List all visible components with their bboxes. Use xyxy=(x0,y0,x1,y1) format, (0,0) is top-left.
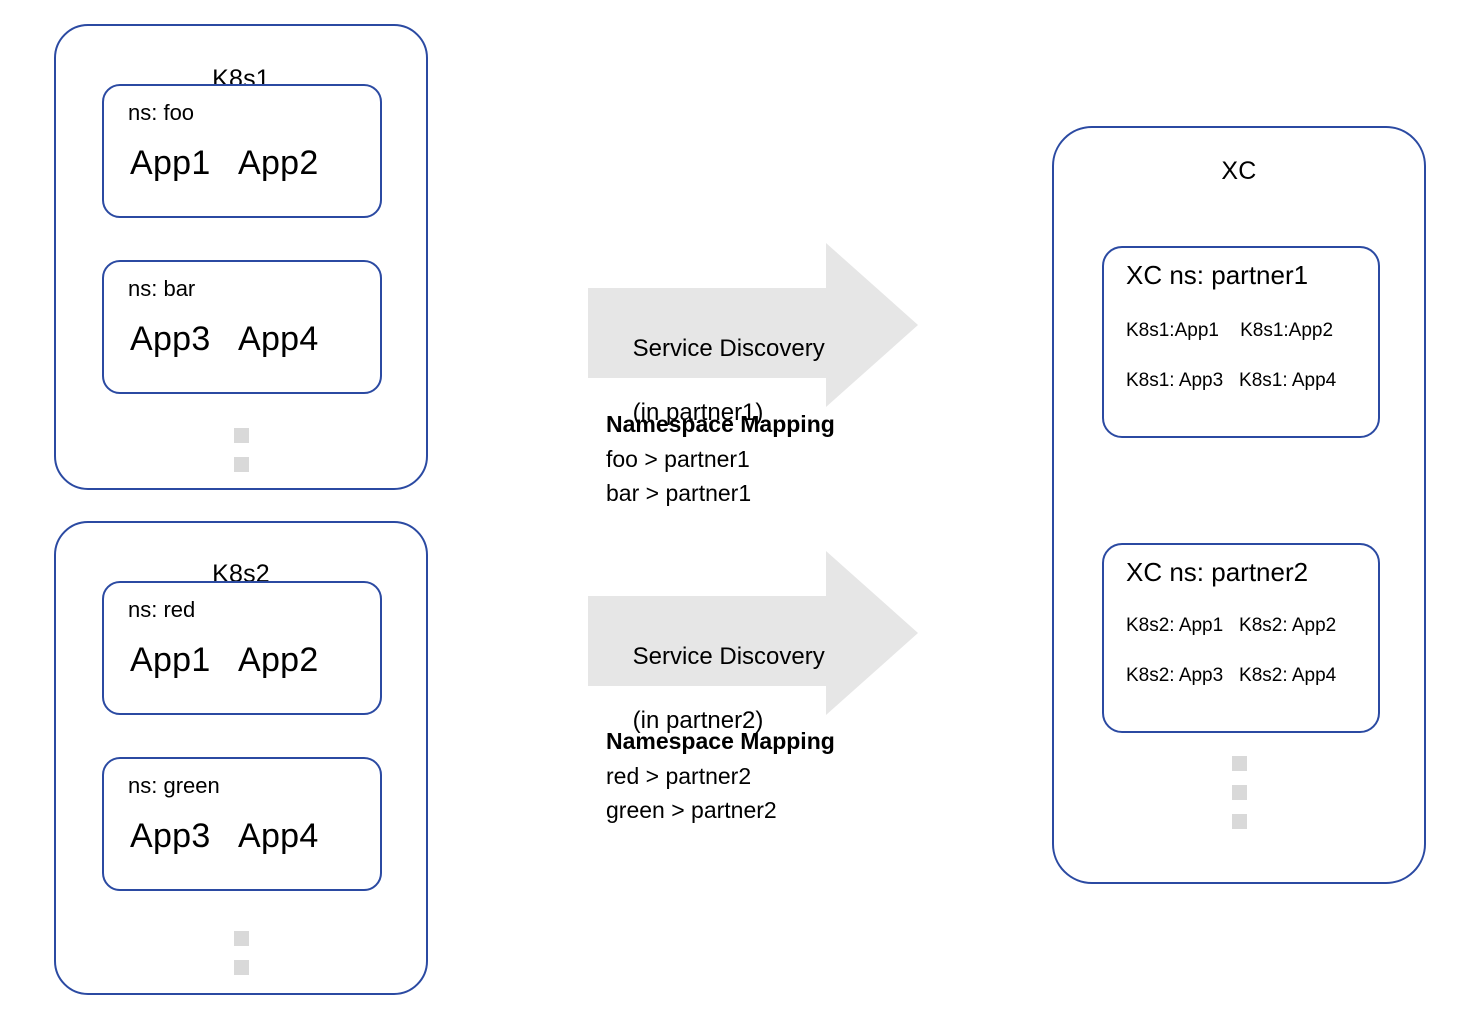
namespace-box-green: ns: green App3 App4 xyxy=(102,757,382,891)
namespace-box-bar: ns: bar App3 App4 xyxy=(102,260,382,394)
ellipsis-dot xyxy=(1232,756,1247,771)
xc-namespace-title-partner2: XC ns: partner2 xyxy=(1126,557,1309,587)
service-discovery-arrow-partner1 xyxy=(588,243,918,407)
namespace-mapping-partner1: Namespace Mapping foo > partner1 bar > p… xyxy=(606,408,906,510)
namespace-mapping-line: green > partner2 xyxy=(606,796,777,823)
ellipsis-icon-k8s2 xyxy=(234,931,249,975)
arrow-label-line1: Service Discovery xyxy=(632,334,825,362)
arrow-label-partner2: Service Discovery (in partner2) xyxy=(606,609,856,769)
xc-service-row: K8s1: App3 K8s1: App4 xyxy=(1126,370,1337,391)
ellipsis-dot xyxy=(1232,814,1247,829)
namespace-label-green: ns: green xyxy=(128,773,220,798)
ellipsis-icon-xc xyxy=(1232,756,1247,829)
xc-namespace-box-partner1: XC ns: partner1 K8s1:App1 K8s1:App2 K8s1… xyxy=(1102,246,1380,438)
namespace-mapping-line: foo > partner1 xyxy=(606,446,750,473)
ellipsis-dot xyxy=(1232,785,1247,800)
arrow-label-partner1: Service Discovery (in partner1) xyxy=(606,301,856,461)
namespace-apps-red: App1 App2 xyxy=(130,641,319,679)
xc-service-row: K8s1:App1 K8s1:App2 xyxy=(1126,320,1334,341)
namespace-mapping-partner2: Namespace Mapping red > partner2 green >… xyxy=(606,725,906,827)
cluster-panel-k8s1: K8s1 ns: foo App1 App2 ns: bar App3 App4 xyxy=(54,24,428,490)
namespace-label-red: ns: red xyxy=(128,597,196,622)
service-discovery-arrow-partner2 xyxy=(588,551,918,715)
namespace-mapping-title: Namespace Mapping xyxy=(606,411,835,437)
arrow-label-line2: (in partner2) xyxy=(632,706,764,734)
namespace-mapping-line: red > partner2 xyxy=(606,763,752,790)
xc-title: XC xyxy=(1221,157,1257,185)
namespace-apps-green: App3 App4 xyxy=(130,817,319,855)
xc-service-row: K8s2: App1 K8s2: App2 xyxy=(1126,615,1337,636)
ellipsis-dot xyxy=(234,960,249,975)
namespace-box-foo: ns: foo App1 App2 xyxy=(102,84,382,218)
ellipsis-dot xyxy=(234,428,249,443)
namespace-apps-bar: App3 App4 xyxy=(130,320,319,358)
xc-namespace-title-partner1: XC ns: partner1 xyxy=(1126,260,1309,290)
namespace-box-red: ns: red App1 App2 xyxy=(102,581,382,715)
cluster-panel-k8s2: K8s2 ns: red App1 App2 ns: green App3 Ap… xyxy=(54,521,428,995)
namespace-apps-foo: App1 App2 xyxy=(130,144,319,182)
ellipsis-dot xyxy=(234,457,249,472)
namespace-label-foo: ns: foo xyxy=(128,100,195,125)
namespace-label-bar: ns: bar xyxy=(128,276,196,301)
xc-namespace-box-partner2: XC ns: partner2 K8s2: App1 K8s2: App2 K8… xyxy=(1102,543,1380,733)
ellipsis-dot xyxy=(234,931,249,946)
xc-panel: XC XC ns: partner1 K8s1:App1 K8s1:App2 K… xyxy=(1052,126,1426,884)
xc-service-row: K8s2: App3 K8s2: App4 xyxy=(1126,665,1337,686)
arrow-label-line1: Service Discovery xyxy=(632,642,825,670)
namespace-mapping-title: Namespace Mapping xyxy=(606,728,835,754)
arrow-label-line2: (in partner1) xyxy=(632,398,764,426)
arrow-shape-icon xyxy=(588,551,918,715)
namespace-mapping-line: bar > partner1 xyxy=(606,479,752,506)
ellipsis-icon-k8s1 xyxy=(234,428,249,472)
arrow-shape-icon xyxy=(588,243,918,407)
